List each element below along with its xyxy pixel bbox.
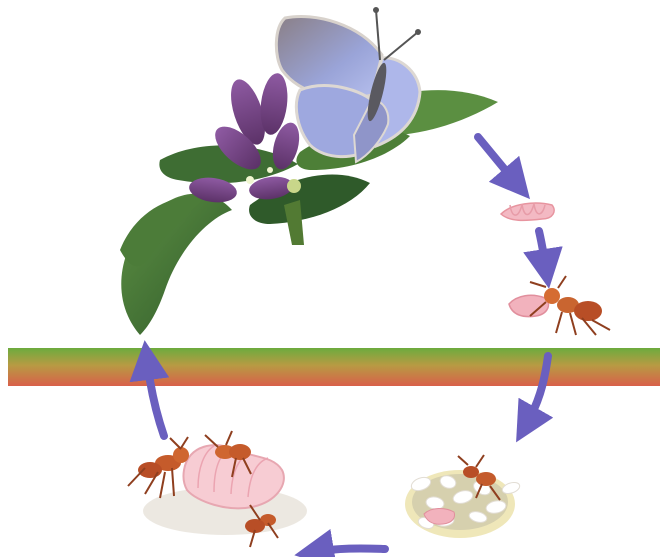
arrow-nest-to-larva <box>314 548 385 552</box>
ant-icon <box>509 276 610 335</box>
arrow-caterpillar-to-ant <box>539 231 546 269</box>
ant-nest-icon <box>405 455 521 538</box>
arrow-adult-to-caterpillar <box>478 137 517 184</box>
larva-icon <box>128 431 307 547</box>
ground-band <box>8 348 660 386</box>
caterpillar-icon <box>501 203 554 220</box>
